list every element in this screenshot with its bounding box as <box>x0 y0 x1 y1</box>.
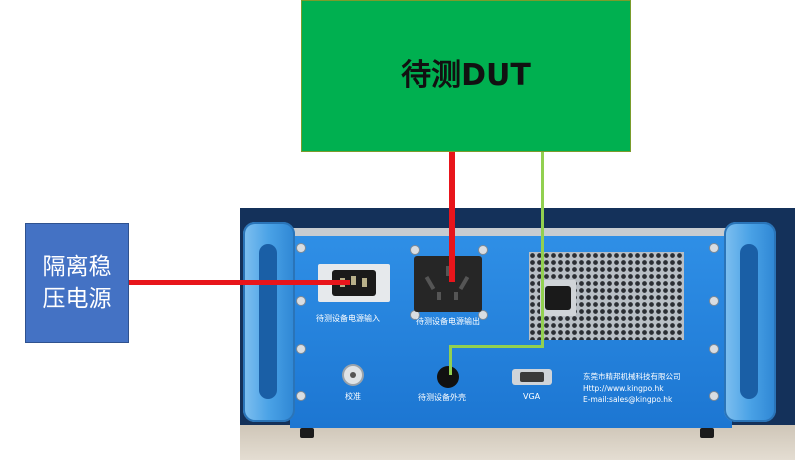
screw <box>297 392 305 400</box>
power-input-label: 待测设备电源输入 <box>316 314 380 323</box>
dut-label: 待测DUT <box>401 58 531 93</box>
outlet-slot <box>458 275 470 291</box>
power-output-label: 待测设备电源输出 <box>416 317 480 326</box>
ventilation-grille <box>529 252 684 340</box>
screw <box>479 311 487 319</box>
screw <box>297 297 305 305</box>
outlet-slot <box>454 292 458 300</box>
right-foot <box>700 428 714 438</box>
outlet-slot <box>424 275 436 291</box>
ground-wire-vertical <box>541 152 544 348</box>
left-handle <box>243 222 295 422</box>
case-ground-label: 待测设备外壳 <box>418 393 466 402</box>
bnc-center-pin <box>350 372 356 378</box>
screw <box>411 246 419 254</box>
screw <box>297 244 305 252</box>
ground-wire-drop <box>449 345 452 375</box>
ground-wire-horizontal <box>449 345 544 348</box>
right-handle <box>724 222 776 422</box>
left-foot <box>300 428 314 438</box>
calibration-label: 校准 <box>345 392 361 401</box>
screw <box>710 244 718 252</box>
vga-socket <box>520 372 544 382</box>
case-ground-terminal <box>437 366 459 388</box>
fan-power-socket <box>545 286 571 310</box>
screw <box>710 392 718 400</box>
vga-label: VGA <box>523 392 541 401</box>
dut-box: 待测DUT <box>301 0 631 152</box>
isolated-power-supply-box: 隔离稳压电源 <box>25 223 129 343</box>
power-output-outlet <box>414 256 482 312</box>
screw <box>479 246 487 254</box>
dut-power-wire <box>449 126 455 282</box>
outlet-slot <box>437 292 441 300</box>
power-supply-wire <box>128 280 350 285</box>
screw <box>297 345 305 353</box>
company-website: Http://www.kingpo.hk <box>583 384 664 393</box>
socket-pin <box>351 276 356 285</box>
power-supply-label: 隔离稳压电源 <box>42 254 112 312</box>
screw <box>411 311 419 319</box>
screw <box>710 345 718 353</box>
socket-pin <box>362 278 367 287</box>
company-email: E-mail:sales@kingpo.hk <box>583 395 673 404</box>
screw <box>710 297 718 305</box>
company-name: 东莞市精邦机械科技有限公司 <box>583 372 681 381</box>
